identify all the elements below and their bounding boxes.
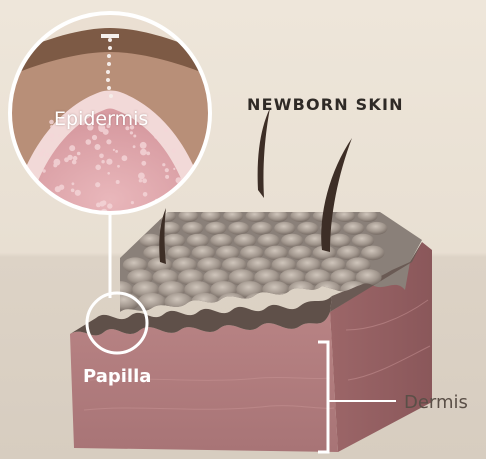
tissue-speckle — [107, 172, 110, 175]
tissue-speckle — [72, 160, 77, 165]
papilla-bump — [366, 222, 387, 235]
tissue-speckle — [95, 182, 100, 187]
papilla-bump — [361, 246, 384, 261]
tissue-speckle — [92, 135, 97, 140]
tissue-speckle — [173, 168, 175, 170]
tissue-speckle — [72, 182, 75, 185]
tissue-speckle — [115, 150, 118, 153]
tissue-speckle — [58, 135, 60, 137]
papilla-bump — [163, 234, 185, 248]
tissue-speckle — [154, 135, 158, 139]
tissue-speckle — [101, 160, 104, 163]
tissue-speckle — [117, 165, 120, 168]
papilla-bump — [297, 222, 318, 235]
tissue-speckle — [106, 159, 112, 165]
tissue-speckle — [176, 161, 179, 164]
papilla-bump — [205, 222, 226, 235]
tissue-speckle — [165, 175, 169, 179]
tissue-speckle — [138, 173, 145, 180]
papilla-bump — [352, 234, 374, 248]
tissue-speckle — [39, 152, 44, 157]
tissue-speckle — [51, 139, 54, 142]
papilla-bump — [343, 222, 364, 235]
label-epidermis: Epidermis — [54, 108, 148, 130]
tissue-speckle — [140, 149, 147, 156]
tissue-speckle — [86, 139, 92, 145]
tissue-speckle — [140, 142, 147, 149]
tissue-speckle — [142, 178, 147, 183]
tissue-speckle — [45, 153, 49, 157]
tissue-speckle — [141, 161, 146, 166]
diagram-title: NEWBORN SKIN — [247, 95, 404, 114]
tissue-speckle — [131, 201, 134, 204]
tissue-speckle — [77, 152, 81, 156]
tissue-speckle — [96, 203, 101, 208]
tissue-speckle — [42, 169, 45, 172]
papilla-bump — [281, 234, 303, 248]
tissue-speckle — [95, 144, 101, 150]
tissue-speckle — [106, 139, 111, 144]
papilla-bump — [251, 222, 272, 235]
tissue-speckle — [55, 186, 61, 192]
tissue-speckle — [133, 135, 136, 138]
tissue-speckle — [95, 165, 101, 171]
tissue-speckle — [75, 190, 81, 196]
tissue-speckle — [130, 131, 133, 134]
tissue-speckle — [113, 149, 115, 151]
tissue-speckle — [164, 144, 166, 146]
tissue-speckle — [71, 189, 75, 193]
tissue-speckle — [143, 192, 148, 197]
papilla-bump — [182, 222, 203, 235]
tissue-speckle — [146, 152, 150, 156]
papilla-bump — [328, 234, 350, 248]
tissue-speckle — [53, 163, 57, 167]
tissue-speckle — [165, 168, 169, 172]
papilla-bump — [210, 234, 232, 248]
tissue-speckle — [73, 156, 78, 161]
tissue-speckle — [50, 125, 53, 128]
papilla-bump — [228, 222, 249, 235]
tissue-speckle — [70, 156, 72, 158]
tissue-speckle — [164, 128, 168, 132]
tissue-speckle — [116, 180, 120, 184]
tissue-speckle — [172, 149, 176, 153]
tissue-speckle — [69, 145, 75, 151]
tissue-speckle — [162, 163, 165, 166]
papilla-bump — [274, 222, 295, 235]
tissue-speckle — [107, 203, 112, 208]
label-papilla: Papilla — [83, 366, 151, 387]
papilla-bump — [187, 234, 209, 248]
tissue-speckle — [139, 179, 142, 182]
tissue-speckle — [50, 133, 54, 137]
papilla-bump — [258, 234, 280, 248]
papilla-bump — [234, 234, 256, 248]
tissue-speckle — [122, 155, 128, 161]
tissue-speckle — [133, 145, 136, 148]
label-dermis: Dermis — [404, 392, 468, 413]
tissue-speckle — [99, 154, 104, 159]
